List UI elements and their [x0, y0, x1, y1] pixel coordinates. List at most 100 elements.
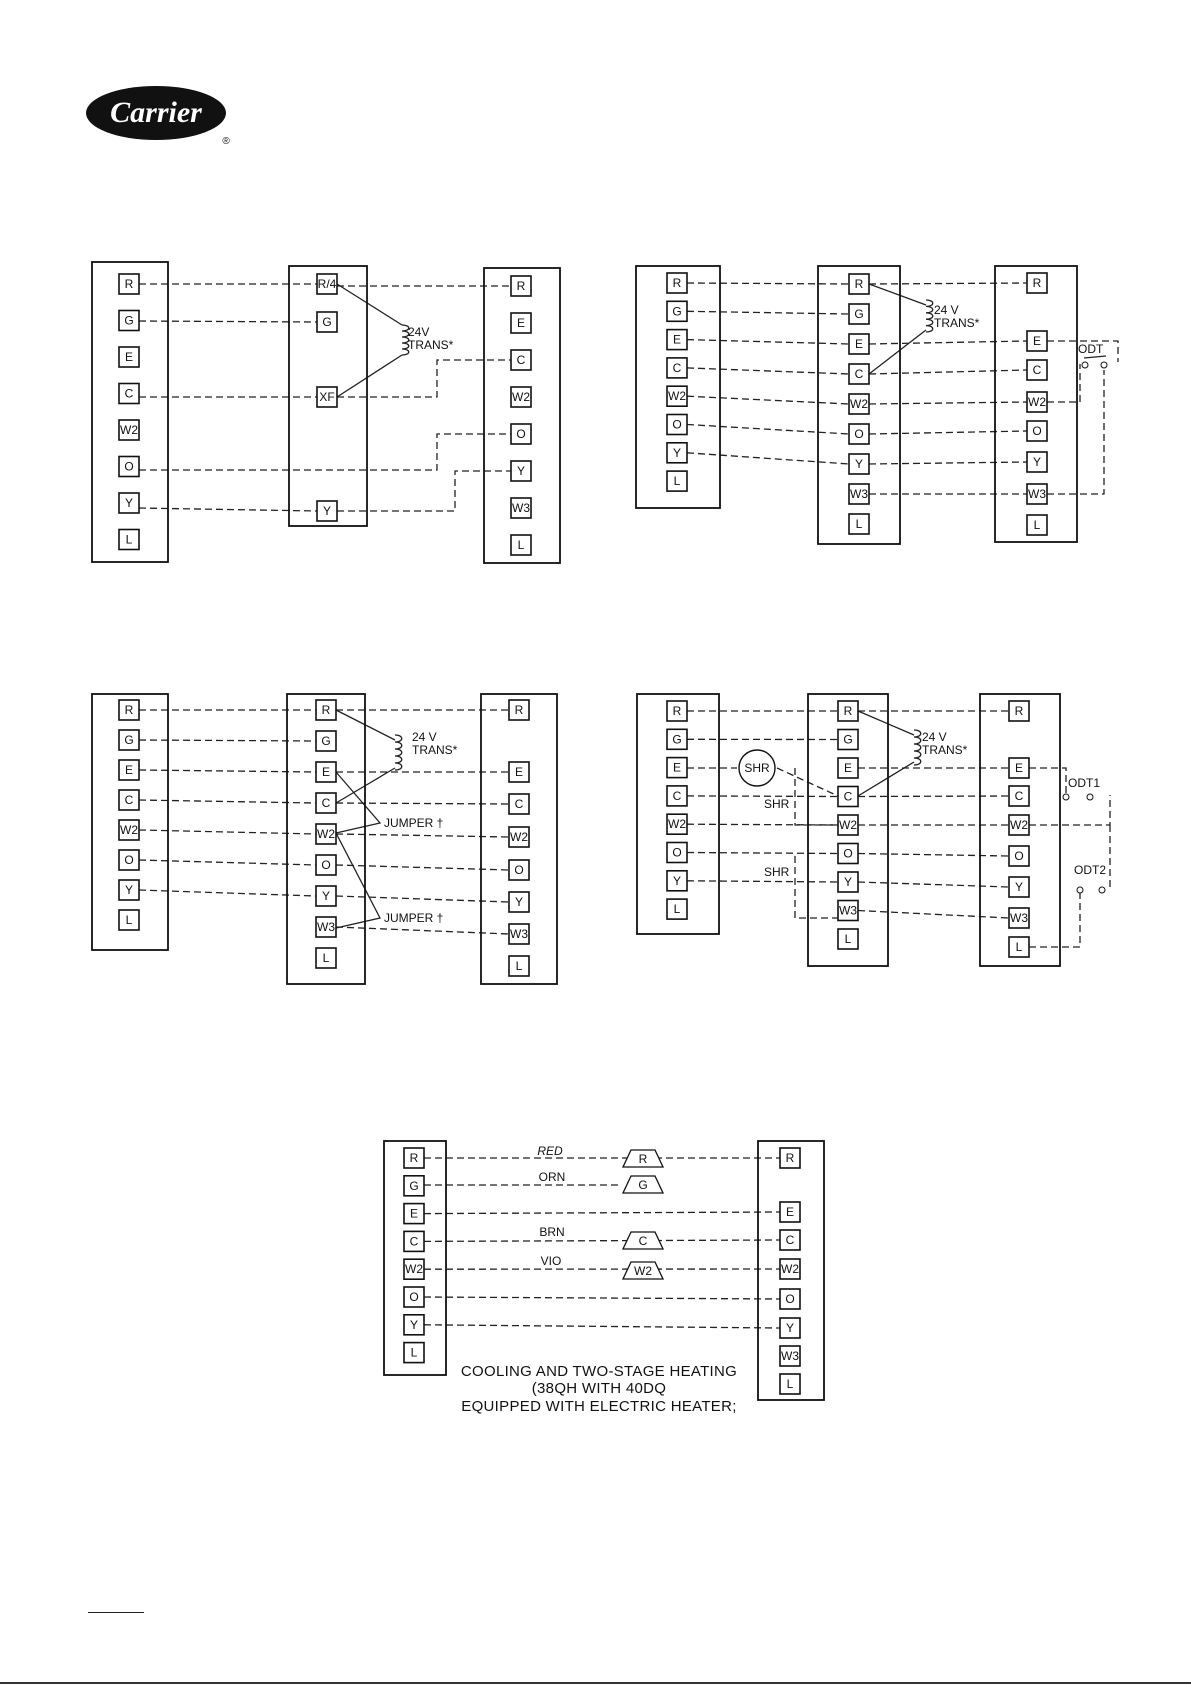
- d2-p2-t3-label: W2: [1028, 395, 1046, 409]
- d3-p2-t3-box: [508, 826, 530, 848]
- d2-p2-t4: O: [1026, 420, 1048, 442]
- d4-p1-t1-label: G: [843, 733, 852, 747]
- d1-p0-t7: L: [118, 528, 140, 551]
- d2-p2-t0-label: R: [1033, 276, 1042, 290]
- d2-tx-bot: [868, 329, 927, 375]
- d1-p1-t1: G: [316, 311, 338, 333]
- d1-p2-t2-label: C: [517, 353, 526, 367]
- d3-p0-t1: G: [118, 729, 140, 751]
- d4-shr-relay-label: SHR: [744, 761, 770, 775]
- d5-p1-t6-label: W3: [781, 1349, 799, 1363]
- d5-p0-t4: W2: [403, 1258, 425, 1280]
- d1-p2-t7-box: [510, 534, 532, 556]
- d5-wire-1: [423, 1211, 781, 1215]
- d4-p1-t3-label: C: [844, 790, 853, 804]
- d1-wire-y-out: [337, 470, 511, 512]
- d4-p1-t7: W3: [837, 899, 859, 922]
- d1-p2-t0: R: [510, 275, 532, 297]
- d1-p2-t1-label: E: [517, 316, 525, 330]
- d2-p2-t6: W3: [1026, 483, 1048, 505]
- d4-p1-t6-box: [837, 871, 859, 893]
- d5-p1-t4: O: [779, 1288, 801, 1310]
- d5-p1-t0-label: R: [786, 1151, 795, 1165]
- d3-p2-t4-box: [508, 859, 530, 881]
- d5-p1-t2: C: [779, 1229, 801, 1251]
- d3-p1-t2: E: [315, 761, 337, 783]
- d2-p2-t6-label: W3: [1028, 487, 1046, 501]
- d3-wire-b6: [335, 926, 510, 935]
- d5-p1-t3: W2: [779, 1258, 801, 1280]
- d2-p2-t0-box: [1026, 272, 1048, 294]
- d3-p1-t3-label: C: [322, 796, 331, 810]
- d4-p2-t2: C: [1008, 785, 1030, 807]
- d4-p2-t3-label: W2: [1010, 818, 1028, 832]
- d3-wire-b2: [335, 802, 510, 805]
- d1-p2-t5-label: Y: [517, 464, 525, 478]
- d3-p0-t3: C: [118, 789, 140, 811]
- d4-p0-t7-label: L: [674, 902, 681, 916]
- d5-p0-t4-box: [403, 1258, 425, 1280]
- d5-p1-t3-label: W2: [781, 1262, 799, 1276]
- d3-p1-t7-box: [315, 916, 337, 938]
- d2-tx-label-1: 24 V: [934, 303, 959, 317]
- d3-p2-t2-box: [508, 793, 530, 815]
- d4-p0-t2-label: E: [673, 761, 681, 775]
- d3-p2-t0-label: R: [515, 703, 524, 717]
- d1-p1-t2: XF: [316, 386, 338, 408]
- d5-panel-right: [757, 1140, 825, 1401]
- bottom-rule: [0, 1682, 1191, 1684]
- d3-p0-t0-label: R: [125, 703, 134, 717]
- d4-wire-a5: [686, 851, 839, 855]
- d2-p0-t6: Y: [666, 441, 688, 464]
- d1-p2-t6-box: [510, 497, 532, 519]
- d2-p0-t7-box: [666, 470, 688, 492]
- d2-p1-t8-box: [848, 513, 870, 535]
- d1-p2-t1: E: [510, 312, 532, 334]
- d5-p0-t3-label: C: [410, 1234, 419, 1248]
- d2-p0-t4: W2: [666, 385, 688, 408]
- d4-p0-t6: Y: [666, 869, 688, 892]
- d3-jumper-2: [335, 832, 381, 929]
- d2-wire-a4: [686, 395, 850, 405]
- d3-p2-t7: L: [508, 955, 530, 977]
- d3-p2-t6-label: W3: [510, 927, 528, 941]
- d4-odt2-a: [1076, 886, 1084, 894]
- d3-p2-t5: Y: [508, 891, 530, 913]
- d2-p2-t7-label: L: [1034, 518, 1041, 532]
- d3-p1-t0-label: R: [322, 703, 331, 717]
- d2-p0-t5-box: [666, 413, 688, 436]
- d4-p2-t2-box: [1008, 785, 1030, 807]
- d4-p2-t0-label: R: [1015, 704, 1024, 718]
- d2-p0-t4-label: W2: [668, 389, 686, 403]
- d2-wire-a5: [686, 423, 850, 435]
- d4-p1-t4-label: W2: [839, 818, 857, 832]
- d1-p2-t4-box: [510, 423, 532, 445]
- d1-p2-t7: L: [510, 534, 532, 556]
- d1-wire-y: [138, 507, 318, 512]
- d5-wire-color-2: BRN: [539, 1225, 564, 1239]
- d5-p1-t1-label: E: [786, 1205, 794, 1219]
- d3-p2-t7-box: [508, 955, 530, 977]
- d5-caption-3: EQUIPPED WITH ELECTRIC HEATER;: [461, 1398, 736, 1415]
- footer-rule: [88, 1612, 144, 1613]
- d2-p1-t2-box: [848, 333, 870, 355]
- d5-p1-t4-box: [779, 1288, 801, 1310]
- d4-p0-t4: W2: [666, 813, 688, 836]
- d3-p1-t4: W2: [315, 823, 337, 845]
- d1-p1-t0-box: [316, 273, 338, 295]
- d4-p1-t2-box: [837, 757, 859, 779]
- d4-p1-t2: E: [837, 757, 859, 779]
- d2-p2-t5-label: Y: [1033, 455, 1041, 469]
- d1-p0-t0-box: [118, 273, 140, 295]
- d3-p2-t1-box: [508, 761, 530, 783]
- d5-p1-t5-box: [779, 1317, 801, 1339]
- d4-wire-shr-w2: [794, 768, 838, 826]
- d3-wire-a6: [138, 889, 317, 897]
- d4-p2-t4-box: [1008, 845, 1030, 867]
- d5-p0-t6-label: Y: [410, 1318, 418, 1332]
- d3-wire-b3: [335, 833, 510, 838]
- d2-p2-t2-label: C: [1033, 363, 1042, 377]
- d3-p0-t0-box: [118, 699, 140, 721]
- d2-p0-t6-label: Y: [673, 446, 681, 460]
- d3-wire-a3: [138, 799, 317, 804]
